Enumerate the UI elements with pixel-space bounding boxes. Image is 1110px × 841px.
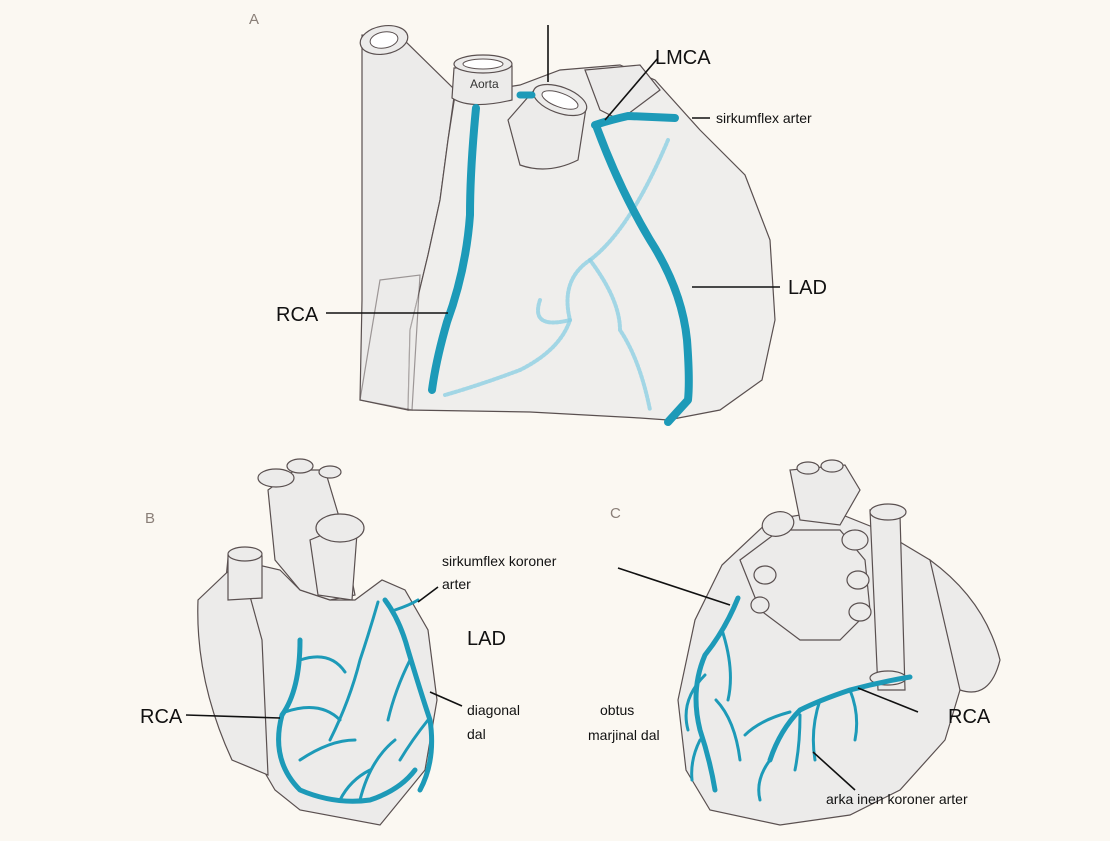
obtuse-marginal-label-line2: marjinal dal xyxy=(588,727,660,743)
lmca-label: LMCA xyxy=(655,47,711,69)
panel-a-letter: A xyxy=(249,11,259,28)
diagonal-branch-label-line1: diagonal xyxy=(467,702,520,718)
rca-label-a: RCA xyxy=(276,304,319,326)
aorta-label: Aorta xyxy=(470,77,499,91)
lad-label-b: LAD xyxy=(467,628,506,650)
panel-c-heart xyxy=(618,460,1000,825)
rca-label-b: RCA xyxy=(140,706,183,728)
panel-b-heart xyxy=(186,459,462,825)
rca-label-c: RCA xyxy=(948,706,991,728)
circumflex-artery-label: sirkumflex arter xyxy=(716,110,812,126)
panel-a-heart xyxy=(326,22,780,422)
panel-c-letter: C xyxy=(610,505,621,522)
posterior-descending-label: arka inen koroner arter xyxy=(826,791,968,807)
circumflex-coronary-label-line1: sirkumflex koroner xyxy=(442,553,557,569)
circumflex-coronary-label-line2: arter xyxy=(442,576,471,592)
lad-label-a: LAD xyxy=(788,277,827,299)
obtuse-marginal-label-line1: obtus xyxy=(600,702,634,718)
panel-b-letter: B xyxy=(145,510,155,527)
diagonal-branch-label-line2: dal xyxy=(467,726,486,742)
